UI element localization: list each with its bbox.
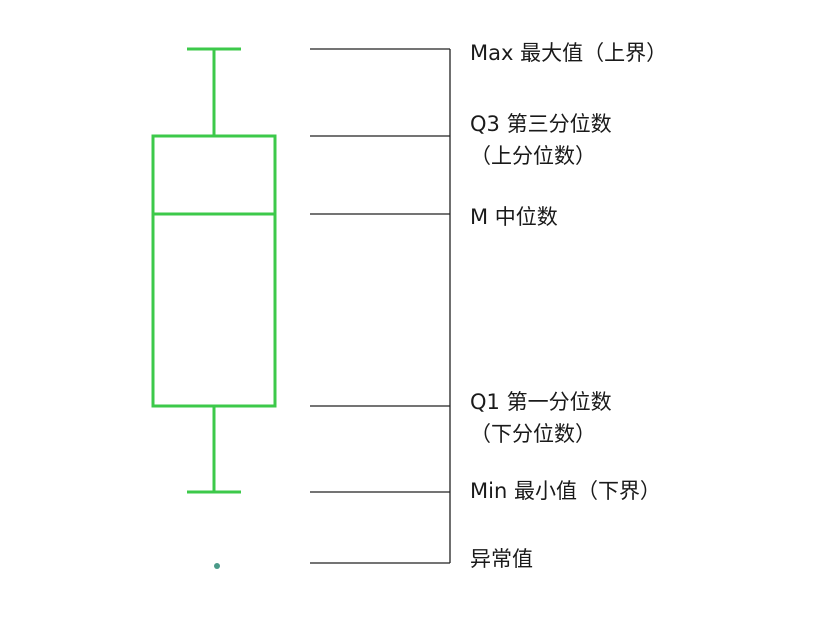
label-q1-line2: （下分位数） bbox=[470, 422, 596, 446]
label-max: Max 最大值（上界） bbox=[470, 37, 667, 69]
label-median-text: M 中位数 bbox=[470, 205, 558, 229]
label-q3-line1: Q3 第三分位数 bbox=[470, 112, 612, 136]
outlier-point bbox=[214, 563, 220, 569]
label-median: M 中位数 bbox=[470, 201, 558, 233]
label-q1-line1: Q1 第一分位数 bbox=[470, 390, 612, 414]
label-q3-line2: （上分位数） bbox=[470, 144, 596, 168]
label-min: Min 最小值（下界） bbox=[470, 475, 661, 507]
interquartile-box bbox=[151, 134, 277, 408]
label-outlier-text: 异常值 bbox=[470, 547, 533, 571]
label-connectors bbox=[310, 48, 451, 564]
label-max-text: Max 最大值（上界） bbox=[470, 41, 668, 65]
label-min-text: Min 最小值（下界） bbox=[470, 479, 661, 503]
label-outlier: 异常值 bbox=[470, 543, 533, 575]
box-plot bbox=[151, 47, 277, 494]
label-q1: Q1 第一分位数 （下分位数） bbox=[470, 386, 612, 450]
label-q3: Q3 第三分位数 （上分位数） bbox=[470, 108, 612, 172]
